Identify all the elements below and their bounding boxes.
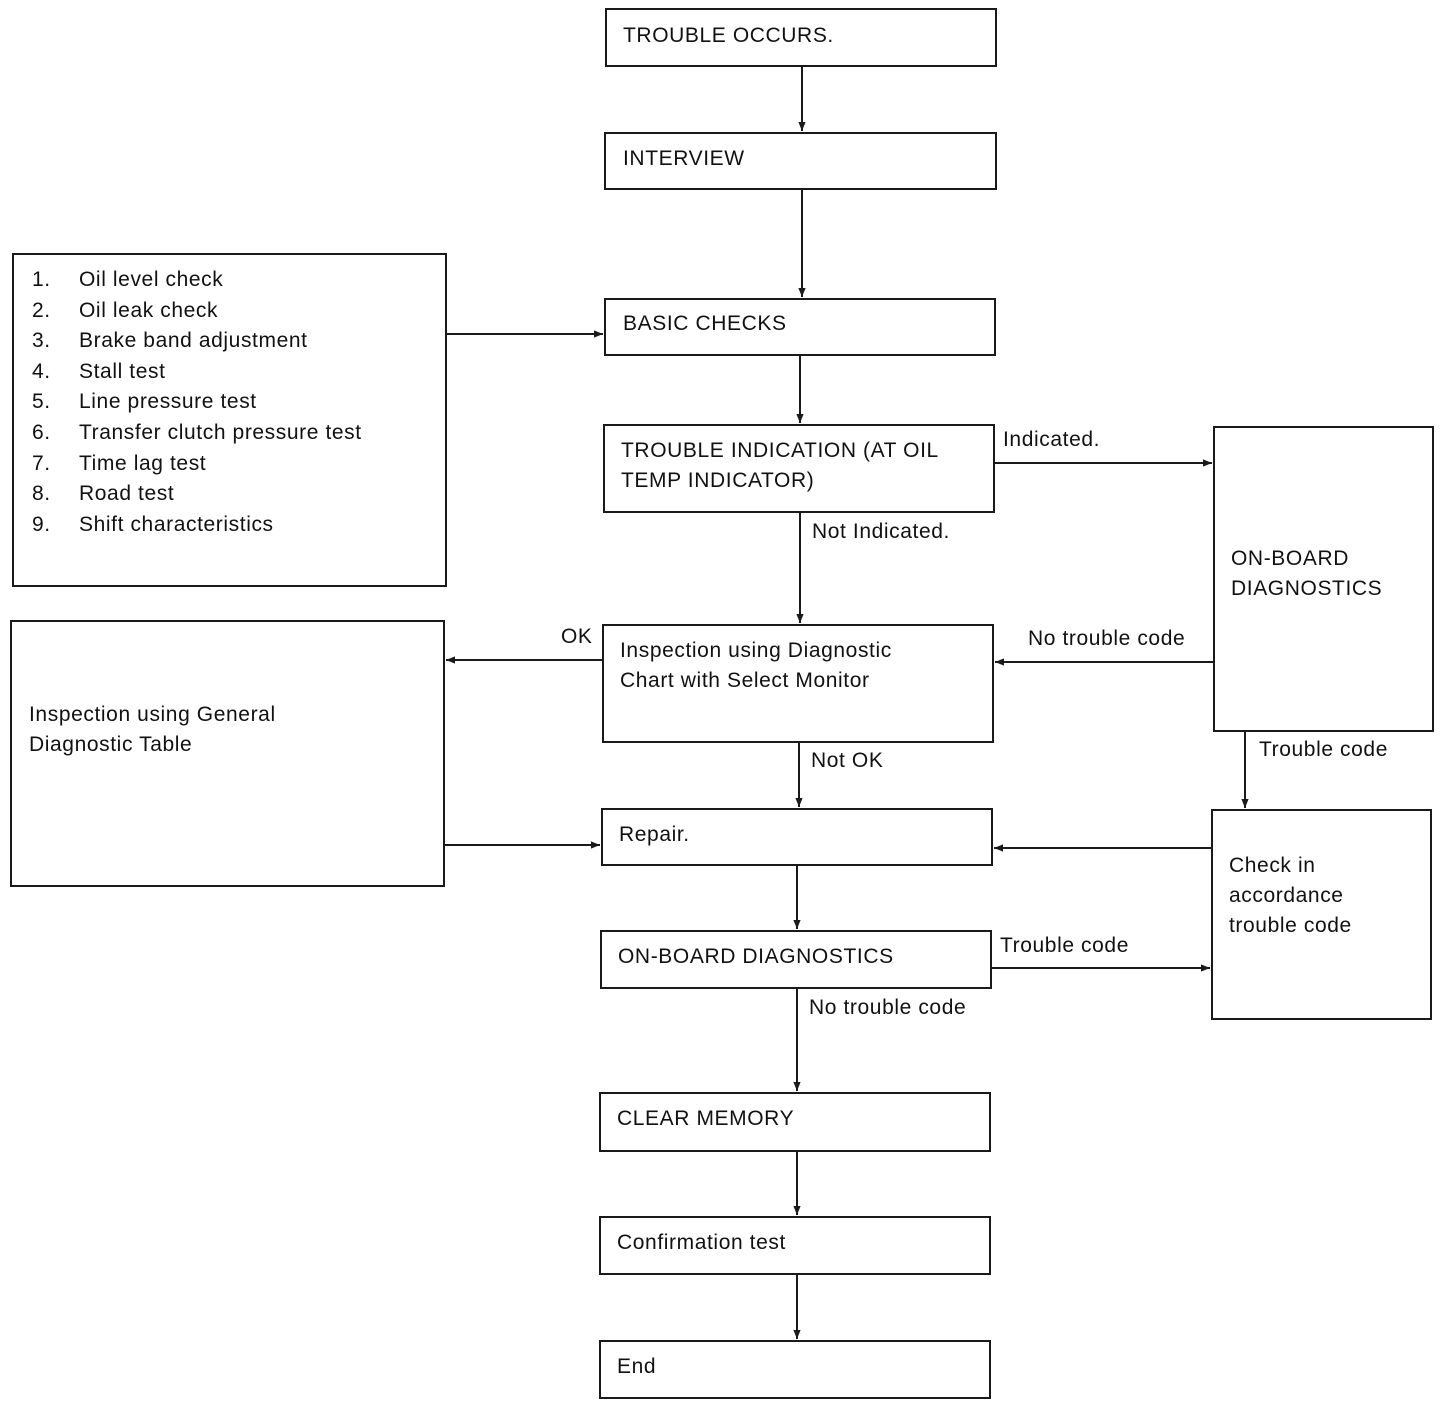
- label-ok: OK: [561, 625, 593, 648]
- check-item-number: 3.: [32, 329, 51, 353]
- basic-checks-list: 1. Oil level check 2. Oil leak check 3. Brake…: [32, 265, 362, 540]
- box-label: CLEAR MEMORY: [617, 1107, 795, 1130]
- check-item-number: 1.: [32, 268, 51, 291]
- box-label: Inspection using Diagnostic Chart with S…: [620, 639, 892, 692]
- box-label: ON-BOARD DIAGNOSTICS: [618, 945, 894, 968]
- check-list-item: 4. Stall test: [32, 357, 362, 388]
- check-item-number: 6.: [32, 420, 51, 444]
- box-label: TROUBLE OCCURS.: [623, 24, 834, 47]
- check-item-number: 9.: [32, 512, 51, 536]
- box-onboard-diagnostics-right: ON-BOARD DIAGNOSTICS: [1213, 426, 1434, 732]
- box-inspection-diagnostic-chart: Inspection using Diagnostic Chart with S…: [602, 624, 994, 743]
- box-label: Inspection using General Diagnostic Tabl…: [29, 703, 276, 756]
- check-item-text: Oil level check: [79, 268, 224, 291]
- box-confirmation-test: Confirmation test: [599, 1216, 991, 1275]
- check-item-number: 8.: [32, 482, 51, 506]
- box-onboard-diagnostics-lower: ON-BOARD DIAGNOSTICS: [600, 930, 992, 989]
- box-label: BASIC CHECKS: [623, 312, 787, 335]
- check-item-text: Stall test: [79, 359, 166, 383]
- check-list-item: 2. Oil leak check: [32, 296, 362, 327]
- box-end: End: [599, 1340, 991, 1399]
- check-list-item: 6. Transfer clutch pressure test: [32, 418, 362, 449]
- box-label: ON-BOARD DIAGNOSTICS: [1231, 547, 1383, 600]
- label-not-ok: Not OK: [811, 749, 884, 772]
- check-item-text: Transfer clutch pressure test: [79, 420, 362, 444]
- check-item-number: 2.: [32, 298, 51, 322]
- box-trouble-occurs: TROUBLE OCCURS.: [605, 8, 997, 67]
- box-general-diagnostic-table: Inspection using General Diagnostic Tabl…: [10, 620, 445, 887]
- label-indicated: Indicated.: [1003, 428, 1101, 451]
- label-not-indicated: Not Indicated.: [812, 520, 950, 543]
- label-trouble-code-right: Trouble code: [1259, 738, 1388, 761]
- check-list-item: 5. Line pressure test: [32, 387, 362, 418]
- check-list-item: 9. Shift characteristics: [32, 510, 362, 541]
- check-list-item: 1. Oil level check: [32, 265, 362, 296]
- check-item-number: 5.: [32, 390, 51, 414]
- box-label: End: [617, 1355, 657, 1378]
- box-label: TROUBLE INDICATION (AT OIL TEMP INDICATO…: [621, 439, 939, 492]
- check-item-text: Time lag test: [79, 451, 207, 475]
- label-no-trouble-code-upper: No trouble code: [1028, 627, 1186, 650]
- label-trouble-code-lower: Trouble code: [1000, 934, 1129, 957]
- box-clear-memory: CLEAR MEMORY: [599, 1092, 991, 1152]
- check-item-text: Brake band adjustment: [79, 329, 308, 353]
- check-item-number: 7.: [32, 451, 51, 475]
- box-label: Repair.: [619, 823, 690, 846]
- check-item-text: Line pressure test: [79, 390, 257, 414]
- box-label: INTERVIEW: [623, 147, 745, 170]
- box-basic-checks: BASIC CHECKS: [604, 298, 996, 356]
- check-list-item: 3. Brake band adjustment: [32, 326, 362, 357]
- check-item-text: Oil leak check: [79, 298, 219, 322]
- box-repair: Repair.: [601, 808, 993, 866]
- check-list-item: 7. Time lag test: [32, 449, 362, 480]
- box-check-trouble-code: Check in accordance trouble code: [1211, 809, 1432, 1020]
- box-label: Confirmation test: [617, 1231, 786, 1254]
- box-trouble-indication: TROUBLE INDICATION (AT OIL TEMP INDICATO…: [603, 424, 995, 513]
- box-interview: INTERVIEW: [604, 132, 997, 190]
- check-item-text: Shift characteristics: [79, 512, 274, 536]
- check-list-item: 8. Road test: [32, 479, 362, 510]
- check-item-text: Road test: [79, 482, 175, 506]
- label-no-trouble-code-lower: No trouble code: [809, 996, 967, 1019]
- box-basic-checks-list: 1. Oil level check 2. Oil leak check 3. Brake…: [12, 253, 447, 587]
- box-label: Check in accordance trouble code: [1229, 854, 1352, 937]
- check-item-number: 4.: [32, 359, 51, 383]
